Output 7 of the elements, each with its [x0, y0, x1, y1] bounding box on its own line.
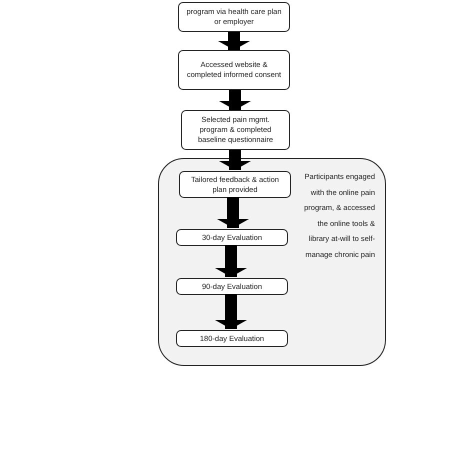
arrow — [219, 90, 251, 110]
group-panel — [158, 158, 386, 366]
arrow — [215, 245, 247, 277]
arrow — [218, 32, 250, 50]
arrow — [217, 197, 249, 228]
arrow — [219, 150, 251, 170]
arrow — [215, 294, 247, 329]
